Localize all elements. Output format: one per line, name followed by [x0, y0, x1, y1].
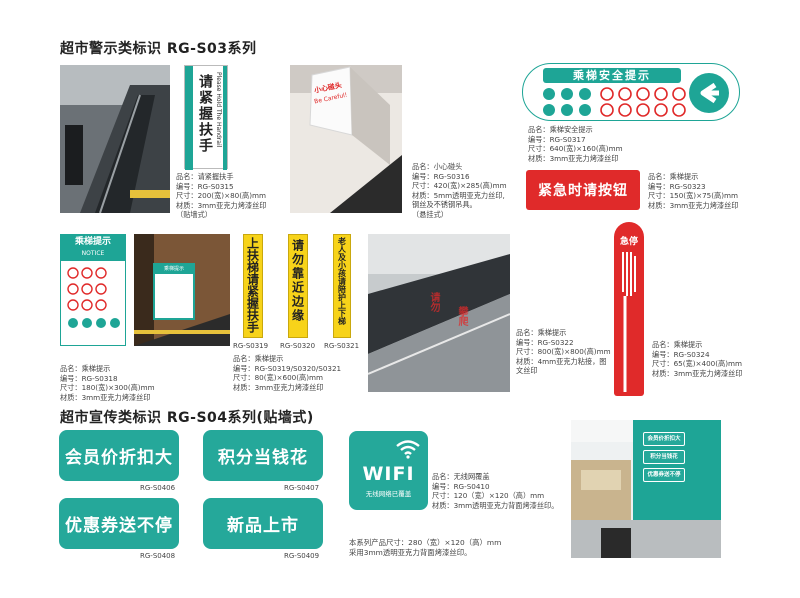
wall-sign-1: 会员价折扣大: [643, 432, 685, 446]
promo-sign-points: 积分当钱花: [203, 430, 323, 481]
stop-sign-text: 急停: [619, 237, 638, 247]
section-title-warning: 超市警示类标识 RG-S03系列: [60, 41, 257, 57]
code-s0319: RG-S0319: [233, 342, 269, 350]
wifi-icon: [396, 440, 420, 459]
wifi-title: WIFI: [362, 463, 415, 485]
wall-sign-3: 优惠券送不停: [643, 468, 685, 482]
code-s0320: RG-S0320: [280, 342, 316, 350]
handrail-sign-en: Please Hold The Handrail: [215, 72, 222, 148]
notice-sign-title: 乘梯提示: [74, 237, 111, 247]
wall-sign-2: 积分当钱花: [643, 450, 685, 464]
product-info-0318: 品名：乘梯提示 编号：RG-S0318 尺寸：180(宽)×300(高)mm 材…: [60, 364, 155, 402]
handrail-sign-text: 请紧握扶手: [197, 74, 213, 154]
product-info-0317: 品名：乘梯安全提示 编号：RG-S0317 尺寸：640(宽)×160(高)mm…: [528, 125, 623, 163]
notice-sign-en: NOTICE: [81, 250, 105, 257]
product-info-0410: 品名：无线网覆盖 编号：RG-S0410 尺寸：120（宽）×120（高）mm …: [432, 472, 559, 510]
emergency-sign: 紧急时请按钮: [526, 170, 640, 210]
section-title-promo: 超市宣传类标识 RG-S04系列(贴墙式): [60, 410, 314, 426]
promo-sign-coupon: 优惠券送不停: [59, 498, 179, 549]
promo-sign-member: 会员价折扣大: [59, 430, 179, 481]
yellow-sign-1: 上扶梯请紧握扶手: [243, 234, 263, 338]
escalator-photo: [60, 65, 170, 213]
glass-photo: 请勿 攀爬: [368, 234, 510, 392]
glass-text-1: 请勿: [428, 292, 439, 312]
stop-sign: 急停: [614, 222, 644, 396]
photo-notice-sign-text: 乘梯提示: [163, 266, 184, 272]
promo-sign-new: 新品上市: [203, 498, 323, 549]
product-info-0323: 品名：乘梯提示 编号：RG-S0323 尺寸：150(宽)×75(高)mm 材质…: [648, 172, 739, 210]
safety-banner-title: 乘梯安全提示: [543, 68, 681, 83]
product-info-0322: 品名：乘梯提示 编号：RG-S0322 尺寸：800(宽)×800(高)mm 材…: [516, 328, 611, 376]
yellow-sign-2: 请勿靠近边缘: [288, 234, 308, 338]
safety-banner: 乘梯安全提示: [522, 63, 740, 121]
product-info-0315: 品名：请紧握扶手 编号：RG-S0315 尺寸：200(宽)×80(高)mm 材…: [176, 172, 267, 220]
product-info-0316: 品名：小心碰头 编号：RG-S0316 尺寸：420(宽)×285(高)mm 材…: [412, 162, 507, 219]
promo-code-s0408: RG-S0408: [140, 552, 176, 560]
safety-icons: [543, 87, 686, 117]
notice-icons: [67, 267, 120, 328]
yellow-sign-3: 老人及小孩请陪护上下梯: [333, 234, 351, 338]
careful-photo: 小心碰头 Be Careful!: [290, 65, 402, 213]
hand-icon: [622, 252, 636, 392]
product-info-0319: 品名：乘梯提示 编号：RG-S0319/S0320/S0321 尺寸：80(宽)…: [233, 354, 342, 392]
notice-sign: 乘梯提示 NOTICE: [60, 234, 126, 346]
handrail-sign: 请紧握扶手 Please Hold The Handrail: [184, 65, 228, 170]
promo-code-s0406: RG-S0406: [140, 484, 176, 492]
promo-code-s0409: RG-S0409: [284, 552, 320, 560]
glass-text-2: 攀爬: [456, 306, 467, 326]
notice-photo: 乘梯提示: [134, 234, 230, 346]
wifi-sign: WIFI 无线网络已覆盖: [349, 431, 428, 510]
promo-code-s0407: RG-S0407: [284, 484, 320, 492]
product-info-0324: 品名：乘梯提示 编号：RG-S0324 尺寸：65(宽)×400(高)mm 材质…: [652, 340, 743, 378]
arrow-left-icon: [689, 73, 729, 113]
code-s0321: RG-S0321: [324, 342, 360, 350]
wifi-subtitle: 无线网络已覆盖: [365, 490, 412, 498]
wall-photo: 会员价折扣大 积分当钱花 优惠券送不停: [571, 420, 721, 558]
series-note: 本系列产品尺寸：280（宽）×120（高）mm 采用3mm透明亚克力背面烤漆丝印…: [349, 538, 502, 557]
